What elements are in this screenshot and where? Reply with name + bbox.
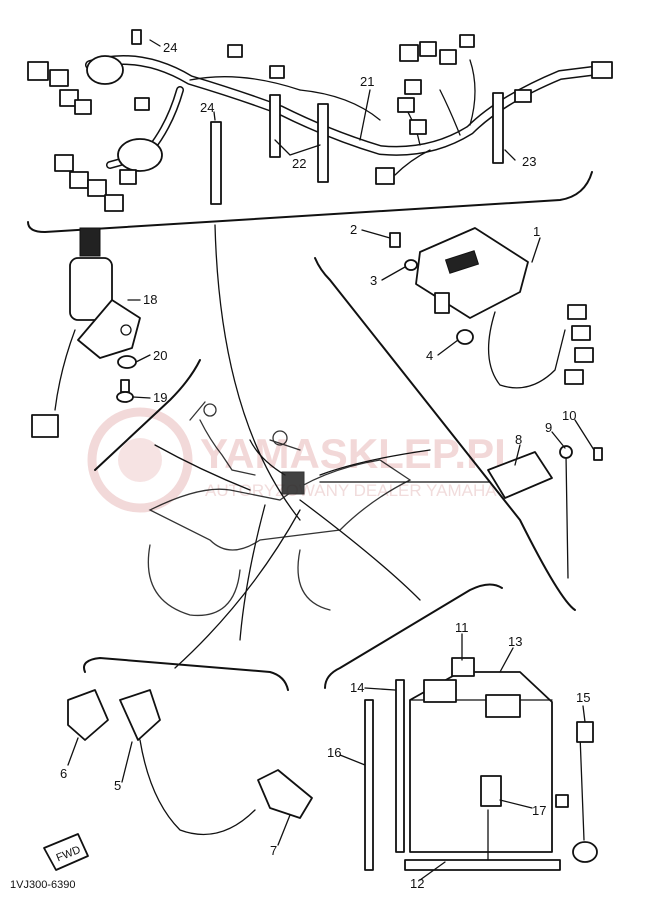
callout-24-left: 24 <box>200 100 214 115</box>
watermark-logo-core <box>118 438 162 482</box>
section-dividers <box>27 171 593 691</box>
screw-10 <box>593 447 603 461</box>
cable-tie-22b <box>317 103 329 183</box>
bolt-19 <box>116 379 134 403</box>
cable-tie-22a <box>269 94 281 158</box>
callouts: 1 2 3 4 5 6 7 8 9 10 11 12 13 14 15 16 1… <box>60 40 590 891</box>
battery-leads <box>364 679 598 871</box>
battery <box>404 657 561 871</box>
callout-22: 22 <box>292 156 306 171</box>
cdi-unit <box>415 227 594 389</box>
cable-tie-24-left <box>210 121 222 205</box>
callout-20: 20 <box>153 348 167 363</box>
grommet-4 <box>456 329 474 345</box>
watermark-tagline: AUTORYZOWANY DEALER YAMAHA <box>205 481 497 500</box>
callout-14: 14 <box>350 680 364 695</box>
callout-leaders <box>67 39 595 881</box>
cable-tie-24-top <box>131 29 142 45</box>
callout-12: 12 <box>410 876 424 891</box>
cable-tie-23 <box>492 92 504 164</box>
callout-8: 8 <box>515 432 522 447</box>
callout-19: 19 <box>153 390 167 405</box>
wire-harness <box>27 34 613 212</box>
callout-9: 9 <box>545 420 552 435</box>
callout-23: 23 <box>522 154 536 169</box>
callout-3: 3 <box>370 273 377 288</box>
bolt-2 <box>389 232 401 248</box>
ignition-switch <box>31 227 141 438</box>
callout-24-top: 24 <box>163 40 177 55</box>
fwd-arrow-icon: FWD <box>43 833 89 871</box>
callout-18: 18 <box>143 292 157 307</box>
routing-lines <box>154 224 491 669</box>
callout-13: 13 <box>508 634 522 649</box>
callout-16: 16 <box>327 745 341 760</box>
callout-17: 17 <box>532 803 546 818</box>
nut-20 <box>117 355 137 369</box>
watermark-brand: YAMASKLEP.PL <box>200 430 520 477</box>
earth-lead-9 <box>559 445 573 579</box>
relay-8 <box>487 451 553 499</box>
callout-1: 1 <box>533 224 540 239</box>
callout-4: 4 <box>426 348 433 363</box>
callout-15: 15 <box>576 690 590 705</box>
callout-10: 10 <box>562 408 576 423</box>
relay-location-icon <box>281 471 305 495</box>
callout-7: 7 <box>270 843 277 858</box>
drawing-code: 1VJ300-6390 <box>10 879 75 891</box>
callout-2: 2 <box>350 222 357 237</box>
cap-6 <box>67 689 109 741</box>
washer-3 <box>404 259 418 271</box>
watermark-logo-icon <box>87 407 193 513</box>
cable-ties <box>131 29 504 205</box>
callout-6: 6 <box>60 766 67 781</box>
motorcycle-silhouette <box>147 401 412 617</box>
callout-11: 11 <box>455 620 469 635</box>
callout-21: 21 <box>360 74 374 89</box>
watermark: YAMASKLEP.PL AUTORYZOWANY DEALER YAMAHA <box>87 407 520 513</box>
ignition-coil <box>119 689 313 836</box>
callout-5: 5 <box>114 778 121 793</box>
